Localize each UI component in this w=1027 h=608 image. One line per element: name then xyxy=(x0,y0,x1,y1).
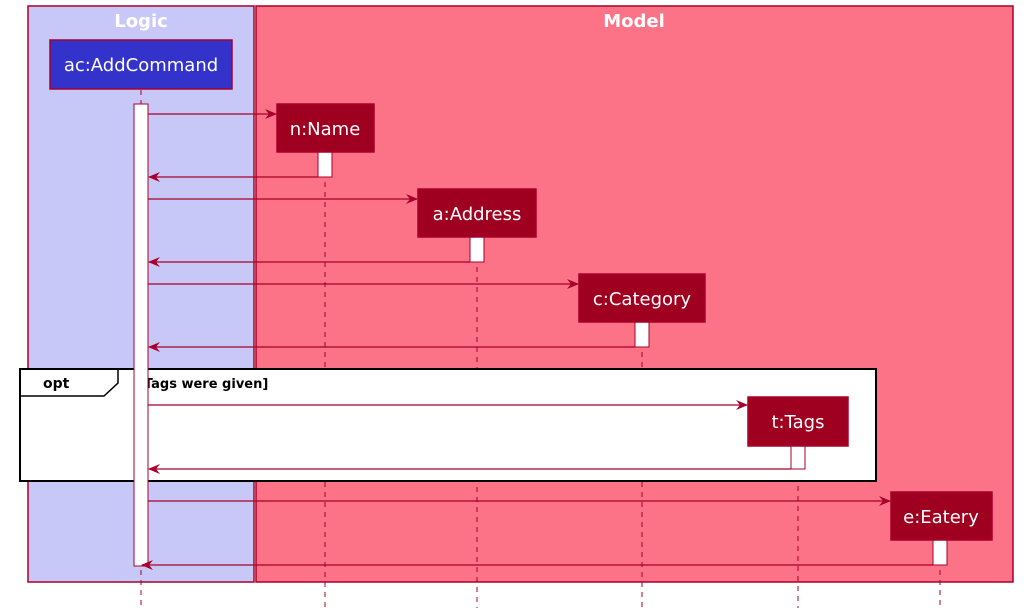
activation-name xyxy=(317,151,333,178)
activation-address xyxy=(469,236,485,263)
opt-fragment-guard: [Tags were given] xyxy=(138,377,268,392)
activation-tags xyxy=(790,445,806,470)
model-box-title: Model xyxy=(603,11,665,32)
object-addcommand-label: ac:AddCommand xyxy=(64,55,218,76)
object-eatery: e:Eatery xyxy=(890,491,993,541)
activation-category xyxy=(634,321,650,348)
object-category: c:Category xyxy=(578,273,706,323)
object-name: n:Name xyxy=(276,103,375,153)
object-category-label: c:Category xyxy=(593,289,692,310)
logic-box-title: Logic xyxy=(114,11,168,32)
object-tags: t:Tags xyxy=(747,396,849,447)
object-address-label: a:Address xyxy=(433,204,522,225)
object-eatery-label: e:Eatery xyxy=(903,507,979,528)
object-address: a:Address xyxy=(417,188,537,238)
opt-fragment: opt [Tags were given] xyxy=(19,368,877,482)
activation-addcommand xyxy=(133,103,149,567)
object-addcommand: ac:AddCommand xyxy=(49,39,233,90)
opt-fragment-operator: opt xyxy=(43,376,70,392)
activation-eatery xyxy=(932,539,948,566)
object-name-label: n:Name xyxy=(290,119,361,140)
object-tags-label: t:Tags xyxy=(772,412,825,433)
